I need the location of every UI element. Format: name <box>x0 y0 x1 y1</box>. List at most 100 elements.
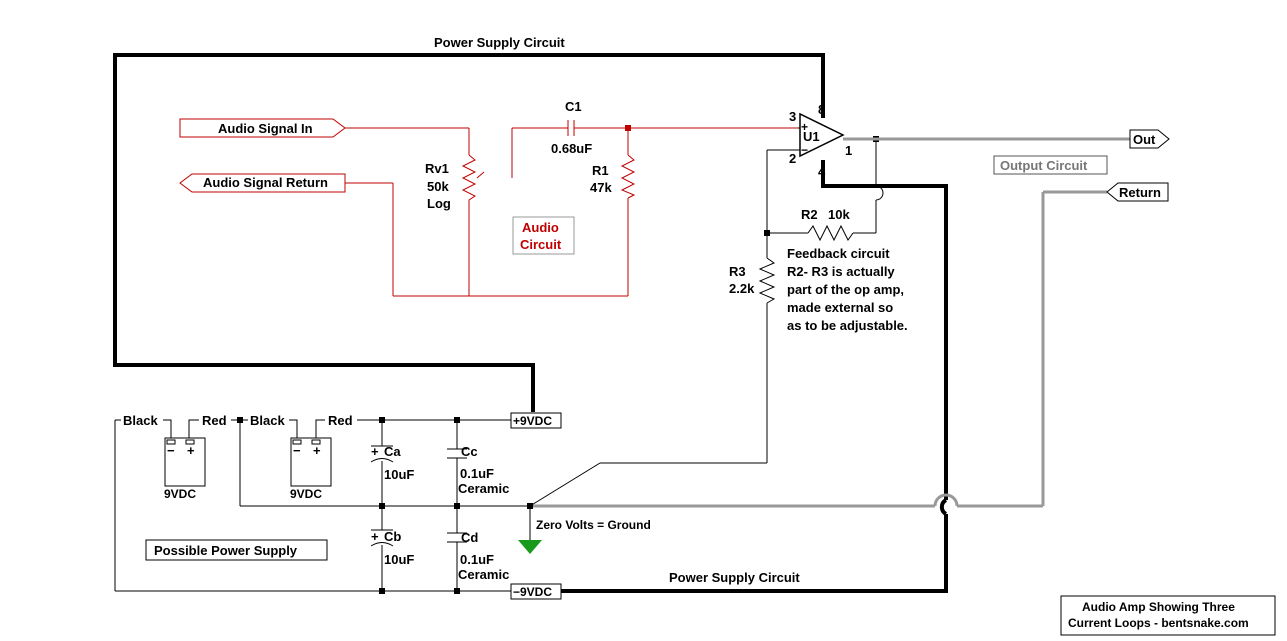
black-lead-left: Black <box>123 413 158 428</box>
cb-plate-bottom <box>370 542 394 547</box>
cb-value: 10uF <box>384 552 414 567</box>
out-label: Out <box>1133 132 1156 147</box>
battery-right-terminal-pos <box>311 439 321 445</box>
feedback-note-line3: part of the op amp, <box>787 282 904 297</box>
output-circuit-label: Output Circuit <box>1000 158 1088 173</box>
cc-value: 0.1uF <box>460 466 494 481</box>
ca-plate-bottom <box>370 458 394 463</box>
battery-right <box>290 437 332 487</box>
audio-circuit-label-line2: Circuit <box>520 237 562 252</box>
ca-name: Ca <box>384 444 401 459</box>
rv1-name: Rv1 <box>425 161 449 176</box>
ground-symbol <box>518 540 542 554</box>
caption-line2: Current Loops - bentsnake.com <box>1068 616 1249 630</box>
cc-name: Cc <box>461 444 478 459</box>
junction-dot <box>454 588 460 594</box>
battery-left-label: 9VDC <box>164 487 196 501</box>
r3-name: R3 <box>729 264 746 279</box>
junction-dot <box>237 417 243 423</box>
cb-name: Cb <box>384 529 401 544</box>
return-label: Return <box>1119 185 1161 200</box>
audio-loop <box>179 118 798 297</box>
op-amp-pin1: 1 <box>845 143 852 158</box>
output-loop <box>530 129 1170 508</box>
caption-line1: Audio Amp Showing Three <box>1082 600 1235 614</box>
op-amp-pin4: 4 <box>818 164 826 179</box>
battery-left-terminal-neg <box>166 439 176 445</box>
c1-value: 0.68uF <box>551 141 592 156</box>
cc-type: Ceramic <box>458 481 509 496</box>
cd-value: 0.1uF <box>460 552 494 567</box>
rv1-wiper <box>476 171 485 179</box>
op-amp-name: U1 <box>803 129 820 144</box>
return-connector <box>1106 182 1169 202</box>
junction-dot <box>379 588 385 594</box>
r2-resistor <box>807 224 854 242</box>
r2-value: 10k <box>828 207 850 222</box>
possible-power-supply-box <box>145 539 328 561</box>
junction-dot <box>379 417 385 423</box>
feedback-note-line4: made external so <box>787 300 893 315</box>
battery-right-plus: + <box>313 443 321 458</box>
ca-polarity: + <box>371 444 379 459</box>
audio-signal-return-connector <box>179 173 346 193</box>
red-lead-right: Red <box>328 413 353 428</box>
feedback-note-line1: Feedback circuit <box>787 246 890 261</box>
r2-name: R2 <box>801 207 818 222</box>
battery-right-terminal-neg <box>292 439 302 445</box>
op-amp-minus-sign: − <box>801 143 808 157</box>
power-supply-wiring <box>114 412 562 600</box>
power-loop-bottom-label: Power Supply Circuit <box>669 570 800 585</box>
battery-left-minus: − <box>167 443 175 458</box>
rv1-value: 50k <box>427 179 449 194</box>
plus-rail-label: +9VDC <box>513 414 552 428</box>
battery-left-plus: + <box>187 443 195 458</box>
output-circuit-label-box <box>993 155 1108 175</box>
c1-name: C1 <box>565 99 582 114</box>
audio-signal-in-label: Audio Signal In <box>218 121 313 136</box>
r1-name: R1 <box>592 163 609 178</box>
r1-value: 47k <box>590 180 612 195</box>
op-amp-pin2: 2 <box>789 151 796 166</box>
red-lead-left: Red <box>202 413 227 428</box>
feedback-network <box>529 136 884 507</box>
battery-left-terminal-pos <box>185 439 195 445</box>
ca-value: 10uF <box>384 467 414 482</box>
op-amp-plus-sign: + <box>801 120 808 134</box>
power-supply-loop <box>113 53 948 593</box>
audio-circuit-label-line1: Audio <box>522 220 559 235</box>
battery-left <box>164 437 206 487</box>
caption-box <box>1060 595 1276 636</box>
rv1-taper: Log <box>427 196 451 211</box>
junction-dot <box>454 503 460 509</box>
op-amp-triangle <box>799 112 845 158</box>
feedback-note-line2: R2- R3 is actually <box>787 264 895 279</box>
black-lead-right: Black <box>250 413 285 428</box>
op-amp-pin3: 3 <box>789 109 796 124</box>
battery-right-label: 9VDC <box>290 487 322 501</box>
junction-dot-ground <box>527 503 533 509</box>
r3-resistor <box>758 257 776 304</box>
possible-power-supply-label: Possible Power Supply <box>154 543 298 558</box>
plus-rail-box <box>510 412 562 429</box>
cd-name: Cd <box>461 530 478 545</box>
cd-type: Ceramic <box>458 567 509 582</box>
op-amp-u1 <box>767 112 845 158</box>
cb-polarity: + <box>371 529 379 544</box>
op-amp-pin8: 8 <box>818 102 825 117</box>
ground-label: Zero Volts = Ground <box>536 518 651 532</box>
r3-value: 2.2k <box>729 281 755 296</box>
rv1-resistor <box>461 154 477 201</box>
out-connector <box>1129 129 1170 149</box>
feedback-note-line5: as to be adjustable. <box>787 318 908 333</box>
power-loop-top-label: Power Supply Circuit <box>434 35 565 50</box>
audio-signal-in-connector <box>179 118 346 138</box>
battery-right-minus: − <box>293 443 301 458</box>
r1-resistor <box>620 154 636 199</box>
minus-rail-label: −9VDC <box>513 585 552 599</box>
audio-circuit-label-box <box>512 216 575 255</box>
minus-rail-box <box>510 583 562 600</box>
audio-signal-return-label: Audio Signal Return <box>203 175 328 190</box>
junction-dot <box>379 503 385 509</box>
